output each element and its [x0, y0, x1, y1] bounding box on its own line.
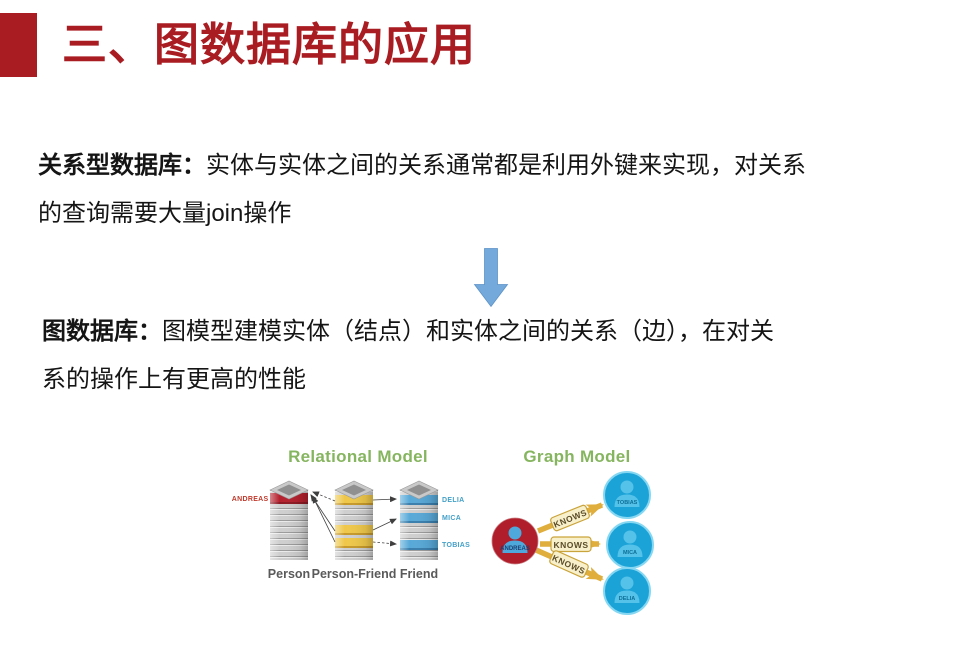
mica-row-label: MICA — [442, 515, 461, 522]
graph-db-label: 图数据库： — [42, 318, 162, 345]
tobias-row-label: TOBIAS — [442, 542, 470, 549]
graph-model-title: Graph Model — [523, 447, 630, 466]
andreas-row-label: ANDREAS — [232, 496, 269, 503]
relational-vs-graph-figure: Relational Model — [232, 447, 654, 615]
graph-node-mica: MICA — [606, 521, 654, 569]
relational-db-line1: 实体与实体之间的关系通常都是利用外键来实现，对关系 — [206, 152, 806, 179]
knows-label-bottom: KNOWS — [549, 550, 589, 578]
graph-node-delia: DELIA — [603, 567, 651, 615]
svg-text:KNOWS: KNOWS — [553, 540, 588, 550]
paragraph-graph-db: 图数据库：图模型建模实体（结点）和实体之间的关系（边），在对关 系的操作上有更高… — [42, 308, 774, 404]
delia-node-label: DELIA — [619, 596, 636, 602]
page-title: 三、图数据库的应用 — [62, 18, 477, 71]
mica-node-label: MICA — [623, 550, 637, 556]
graph-node-tobias: TOBIAS — [603, 471, 651, 519]
person-table-label: Person — [268, 567, 310, 581]
down-arrow-icon — [473, 248, 509, 308]
delia-row-label: DELIA — [442, 497, 465, 504]
relational-db-label: 关系型数据库： — [38, 152, 206, 179]
paragraph-relational-db: 关系型数据库：实体与实体之间的关系通常都是利用外键来实现，对关系 的查询需要大量… — [38, 142, 806, 238]
graph-db-line1: 图模型建模实体（结点）和实体之间的关系（边），在对关 — [162, 318, 774, 345]
join-arrow-solid-right-2 — [372, 518, 397, 531]
tobias-node-label: TOBIAS — [617, 500, 638, 506]
knows-label-middle: KNOWS — [550, 536, 592, 553]
relational-db-line2: 的查询需要大量join操作 — [38, 200, 292, 227]
friend-table-label: Friend — [400, 567, 438, 581]
relational-model-title: Relational Model — [288, 447, 428, 466]
title-accent-square — [0, 13, 37, 77]
knows-label-top: KNOWS — [550, 504, 590, 532]
person-friend-table-label: Person-Friend — [312, 567, 397, 581]
join-arrow-solid-left-2 — [312, 496, 336, 543]
andreas-node-label: ANDREAS — [500, 546, 530, 552]
graph-db-line2: 系的操作上有更高的性能 — [42, 366, 306, 393]
graph-node-andreas: ANDREAS — [491, 517, 539, 565]
friend-table — [399, 480, 439, 560]
join-arrow-solid-right-1 — [372, 496, 397, 503]
join-arrow-dashed-right — [372, 540, 397, 547]
join-arrow-dashed-left — [312, 491, 336, 502]
person-table — [269, 480, 309, 560]
person-friend-table — [334, 480, 374, 560]
